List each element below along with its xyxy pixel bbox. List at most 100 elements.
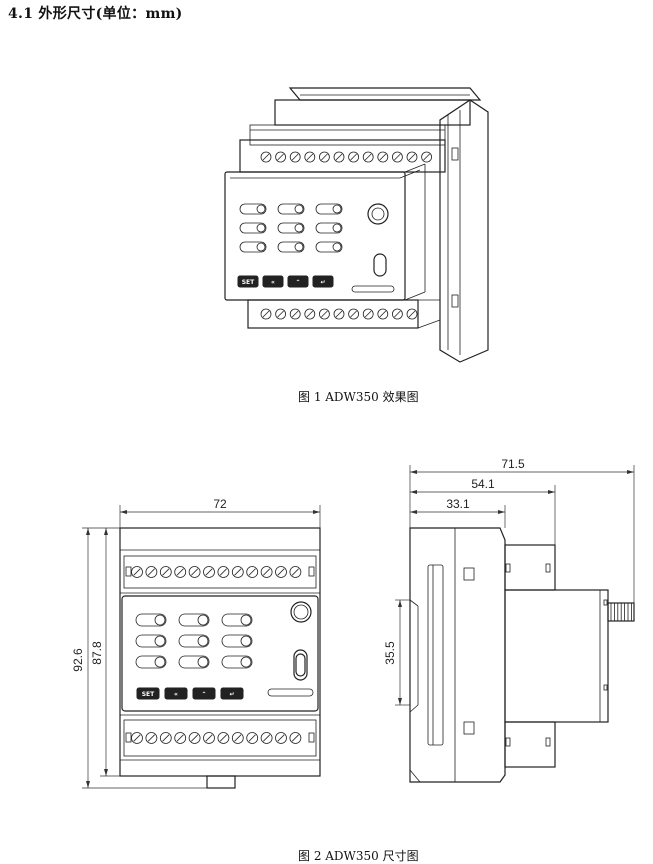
led-indicator bbox=[277, 203, 305, 215]
iso-knob bbox=[367, 203, 389, 225]
dim-total-height: 92.6 bbox=[71, 648, 85, 672]
terminal-screw bbox=[377, 308, 389, 320]
figure1-caption: 图 1 ADW350 效果图 bbox=[298, 390, 419, 404]
terminal-screw bbox=[275, 308, 287, 320]
iso-slot bbox=[351, 285, 395, 293]
terminal-screw bbox=[260, 732, 273, 744]
terminal-screw bbox=[348, 151, 360, 163]
terminal-screw bbox=[188, 732, 201, 744]
led-indicator bbox=[277, 222, 305, 234]
led-indicator bbox=[135, 655, 167, 669]
iso-oval-window bbox=[373, 253, 387, 277]
section-heading: 4.1 外形尺寸(单位：mm) bbox=[8, 6, 183, 22]
iso-upper-screws bbox=[260, 151, 433, 163]
led-indicator bbox=[221, 613, 253, 627]
enter-button bbox=[220, 687, 244, 700]
led-indicator bbox=[178, 655, 210, 669]
set-button bbox=[237, 275, 259, 288]
terminal-screw bbox=[333, 151, 345, 163]
led-indicator bbox=[221, 655, 253, 669]
enter-button bbox=[312, 275, 334, 288]
terminal-screw bbox=[203, 732, 215, 744]
front-slot bbox=[267, 688, 314, 697]
terminal-screw bbox=[333, 308, 345, 320]
terminal-screw bbox=[318, 308, 330, 320]
terminal-screw bbox=[131, 732, 143, 744]
terminal-screw bbox=[304, 151, 316, 163]
led-indicator bbox=[315, 203, 343, 215]
led-indicator bbox=[239, 203, 267, 215]
terminal-screw bbox=[203, 566, 215, 578]
terminal-screw bbox=[348, 308, 360, 320]
front-bottom-screws bbox=[131, 732, 302, 744]
dim-body-height: 87.8 bbox=[90, 641, 104, 665]
terminal-screw bbox=[260, 308, 272, 320]
led-indicator bbox=[315, 222, 343, 234]
terminal-screw bbox=[159, 732, 172, 744]
iso-side-body bbox=[439, 99, 489, 363]
terminal-screw bbox=[217, 566, 230, 578]
terminal-screw bbox=[421, 151, 433, 163]
dim-depth-to-rail: 54.1 bbox=[471, 477, 495, 491]
side-front-block bbox=[409, 527, 506, 783]
front-bottom-terminal bbox=[123, 719, 317, 757]
front-din-clip bbox=[206, 775, 236, 789]
terminal-screw bbox=[188, 566, 201, 578]
left-button bbox=[164, 687, 188, 700]
front-top-screws bbox=[131, 566, 302, 578]
led-indicator bbox=[178, 613, 210, 627]
terminal-screw bbox=[391, 308, 403, 320]
terminal-screw bbox=[289, 308, 301, 320]
left-button-label: « bbox=[174, 691, 178, 698]
iso-led-grid bbox=[239, 203, 343, 253]
side-view: 71.5 54.1 33.1 35.5 bbox=[383, 457, 635, 783]
terminal-screw bbox=[217, 732, 230, 744]
dim-rail-height: 35.5 bbox=[383, 641, 397, 665]
led-indicator bbox=[315, 241, 343, 253]
front-top-terminal bbox=[123, 555, 317, 589]
terminal-screw bbox=[289, 151, 301, 163]
terminal-screw bbox=[145, 566, 158, 578]
terminal-screw bbox=[362, 308, 374, 320]
terminal-screw bbox=[260, 566, 273, 578]
front-panel bbox=[121, 595, 319, 712]
front-view: SET«⌃↵ 72 92.6 87.8 bbox=[71, 497, 321, 789]
terminal-screw bbox=[318, 151, 330, 163]
terminal-screw bbox=[275, 732, 287, 744]
terminal-screw bbox=[246, 732, 259, 744]
iso-lower-terminal bbox=[247, 299, 419, 329]
isometric-view: SET«⌃↵ bbox=[224, 87, 489, 363]
iso-back-terminal bbox=[249, 124, 446, 146]
iso-button-row: SET«⌃↵ bbox=[237, 275, 334, 288]
terminal-screw bbox=[231, 566, 244, 578]
up-button-label: ⌃ bbox=[295, 279, 300, 286]
up-button bbox=[192, 687, 216, 700]
terminal-screw bbox=[406, 308, 418, 320]
terminal-screw bbox=[260, 151, 272, 163]
terminal-screw bbox=[174, 732, 187, 744]
terminal-screw bbox=[174, 566, 187, 578]
iso-back-top bbox=[288, 87, 482, 101]
dim-total-depth: 71.5 bbox=[501, 457, 525, 471]
led-indicator bbox=[135, 613, 167, 627]
terminal-screw bbox=[289, 732, 302, 744]
front-led-grid bbox=[135, 613, 253, 669]
side-lower-step bbox=[504, 721, 556, 768]
side-upper-step bbox=[504, 544, 556, 591]
front-knob bbox=[290, 601, 312, 623]
terminal-screw bbox=[231, 732, 244, 744]
side-rear-block bbox=[504, 589, 609, 723]
set-button bbox=[136, 687, 160, 700]
dim-front-depth: 33.1 bbox=[446, 497, 470, 511]
terminal-screw bbox=[275, 151, 287, 163]
terminal-screw bbox=[406, 151, 418, 163]
front-oval-window bbox=[293, 649, 308, 681]
led-indicator bbox=[135, 634, 167, 648]
set-button-label: SET bbox=[142, 691, 155, 698]
side-window bbox=[427, 564, 444, 746]
up-button bbox=[287, 275, 309, 288]
led-indicator bbox=[239, 222, 267, 234]
left-button-label: « bbox=[271, 279, 275, 286]
left-button bbox=[262, 275, 284, 288]
